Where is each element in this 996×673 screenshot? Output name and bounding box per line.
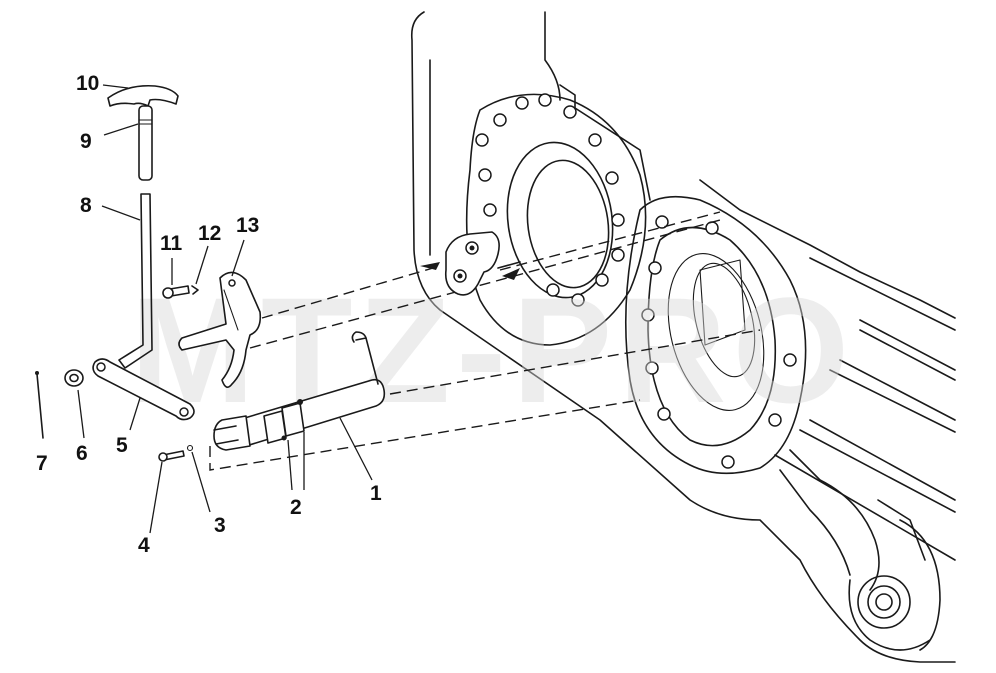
callout-6: 6	[76, 442, 88, 465]
part-13-shift-fork	[178, 271, 262, 388]
callout-5: 5	[116, 434, 128, 457]
callout-7: 7	[36, 452, 48, 475]
flange-bolt-holes	[475, 93, 625, 307]
callout-4: 4	[138, 534, 150, 557]
callout-leaders	[77, 84, 373, 534]
part-8-shift-rod	[118, 193, 153, 369]
callout-9: 9	[80, 130, 92, 153]
callout-12: 12	[198, 222, 221, 245]
part-12-small-pin	[191, 285, 199, 295]
callout-8: 8	[80, 194, 92, 217]
part-6-washer	[64, 369, 84, 387]
callout-1: 1	[370, 482, 382, 505]
part-7-cotter-pin	[35, 371, 44, 439]
callout-2: 2	[290, 496, 302, 519]
callout-labels: 10 9 8 11 12 13 7 6 5 4 3 2 1	[36, 72, 382, 557]
part-9-upper-rod	[138, 105, 153, 181]
part-1-selector-shaft	[213, 331, 386, 451]
assembly-dashed-lines	[209, 211, 761, 471]
callout-13: 13	[236, 214, 259, 237]
part-4-pin	[158, 450, 185, 462]
part-5-link-lever	[92, 358, 195, 421]
transmission-housing	[410, 11, 956, 663]
part-11-bolt	[162, 285, 190, 299]
part-3-small-pin	[186, 444, 194, 452]
callout-3: 3	[214, 514, 226, 537]
callout-10: 10	[76, 72, 99, 95]
part-10-handle-knob	[107, 84, 179, 107]
shaft-bracket	[420, 231, 521, 296]
callout-11: 11	[160, 232, 183, 255]
cover-bolt-holes	[641, 215, 797, 469]
